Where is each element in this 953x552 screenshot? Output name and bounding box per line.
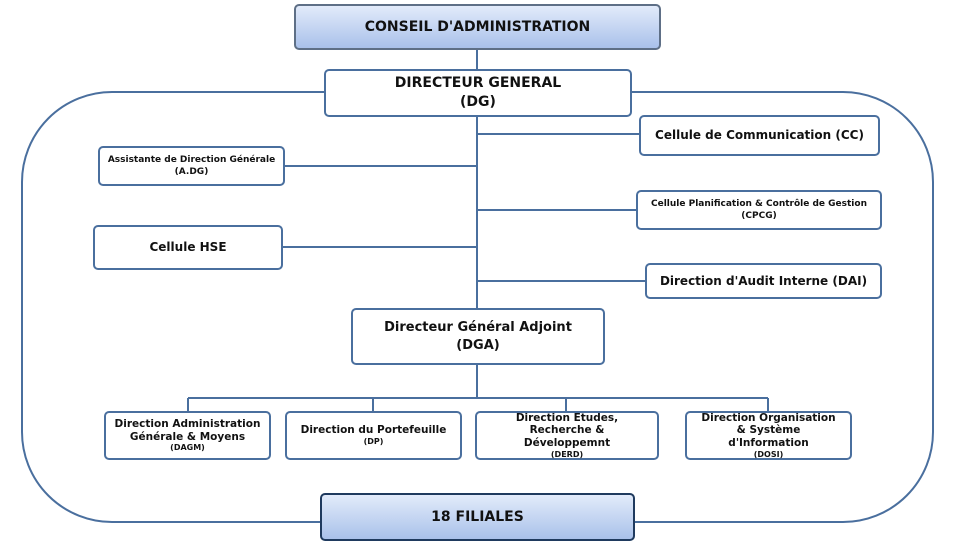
node-title: CONSEIL D'ADMINISTRATION: [364, 18, 591, 35]
node-direction-dagm: Direction Administration Générale & Moye…: [104, 411, 271, 460]
node-conseil-administration: CONSEIL D'ADMINISTRATION: [294, 4, 661, 50]
node-abbr: (CPCG): [741, 211, 777, 221]
node-title: Assistante de Direction Générale: [107, 154, 276, 165]
node-direction-dosi: Direction Organisation & Système d'Infor…: [685, 411, 852, 460]
node-abbr: (DG): [460, 94, 496, 110]
node-title: Direction Administration Générale & Moye…: [114, 418, 261, 443]
node-title: Direction Organisation & Système d'Infor…: [701, 411, 836, 449]
node-cellule-hse: Cellule HSE: [93, 225, 283, 270]
node-title: Cellule HSE: [149, 240, 227, 255]
node-title: Direction d'Audit Interne (DAI): [659, 273, 868, 288]
node-abbr: (DOSI): [753, 449, 784, 459]
node-abbr: (DERD): [550, 449, 584, 459]
node-abbr: (DAGM): [170, 443, 205, 453]
node-cellule-planification: Cellule Planification & Contrôle de Gest…: [636, 190, 882, 230]
node-abbr: (DP): [363, 437, 384, 446]
node-title: Direction Etudes, Recherche & Développem…: [515, 411, 619, 449]
node-abbr: (DGA): [456, 337, 500, 353]
node-title: Direction du Portefeuille: [300, 424, 447, 437]
node-title: DIRECTEUR GENERAL: [394, 75, 562, 92]
node-direction-audit: Direction d'Audit Interne (DAI): [645, 263, 882, 299]
node-direction-dp: Direction du Portefeuille (DP): [285, 411, 462, 460]
node-title: Cellule de Communication (CC): [655, 128, 864, 143]
node-assistante-direction: Assistante de Direction Générale (A.DG): [98, 146, 285, 186]
node-directeur-general-adjoint: Directeur Général Adjoint (DGA): [351, 308, 605, 365]
node-title: 18 FILIALES: [431, 508, 524, 525]
node-filiales: 18 FILIALES: [320, 493, 635, 541]
node-title: Cellule Planification & Contrôle de Gest…: [651, 198, 867, 209]
node-cellule-communication: Cellule de Communication (CC): [639, 115, 880, 156]
node-directeur-general: DIRECTEUR GENERAL (DG): [324, 69, 632, 117]
node-direction-derd: Direction Etudes, Recherche & Développem…: [475, 411, 659, 460]
node-title: Directeur Général Adjoint: [384, 319, 572, 335]
node-abbr: (A.DG): [174, 167, 209, 177]
